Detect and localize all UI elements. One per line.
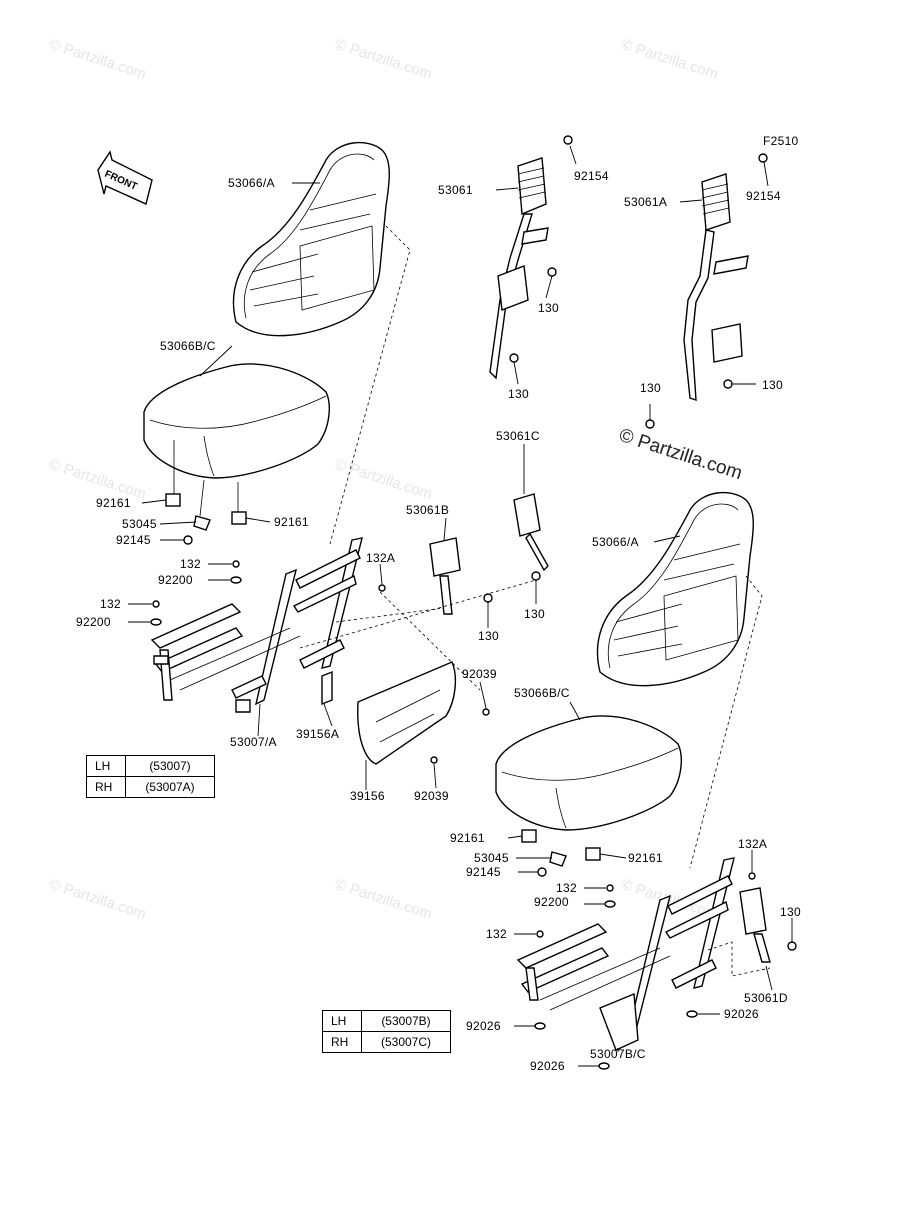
part-label: 53045 (122, 517, 157, 531)
part-label: 53061 (438, 183, 473, 197)
part-label: 132 (486, 927, 507, 941)
part-label: 92145 (466, 865, 501, 879)
part-label: 53066/A (228, 176, 275, 190)
legend-row: RH (53007C) (322, 1031, 451, 1053)
buckle-b (429, 537, 493, 615)
part-label: 92200 (76, 615, 111, 629)
fasteners (150, 560, 756, 1070)
part-label: 130 (780, 905, 801, 919)
part-label: 53066B/C (514, 686, 570, 700)
part-label: 92161 (628, 851, 663, 865)
part-label: 92200 (158, 573, 193, 587)
part-label: 132A (366, 551, 395, 565)
part-label: 53007B/C (590, 1047, 646, 1061)
part-label: 132 (180, 557, 201, 571)
part-label: 92039 (462, 667, 497, 681)
hinge-assembly-left (165, 440, 247, 545)
buckle-c (513, 493, 549, 581)
part-label: 53061A (624, 195, 667, 209)
part-label: 92026 (724, 1007, 759, 1021)
seat-back-left (232, 141, 390, 337)
leader-lines (128, 145, 793, 1067)
legend-side: RH (86, 776, 126, 798)
legend-side: LH (86, 755, 126, 777)
part-label: 92039 (414, 789, 449, 803)
part-label: 53066/A (592, 535, 639, 549)
hinge-assembly-right (521, 829, 601, 877)
part-label: 130 (524, 607, 545, 621)
part-label: 92161 (450, 831, 485, 845)
part-label: 92026 (530, 1059, 565, 1073)
legend-side: LH (322, 1010, 362, 1032)
side-cover (321, 661, 457, 765)
part-label: 92026 (466, 1019, 501, 1033)
part-label: 39156 (350, 789, 385, 803)
legend-code: (53007C) (361, 1031, 451, 1053)
part-label: 130 (508, 387, 529, 401)
figure-code: F2510 (763, 134, 799, 148)
seat-cushion-right (495, 715, 682, 831)
part-label: 132A (738, 837, 767, 851)
part-label: 53061D (744, 991, 788, 1005)
part-label: 53045 (474, 851, 509, 865)
part-label: 132 (556, 881, 577, 895)
part-label: 92154 (574, 169, 609, 183)
seat-frame-left (150, 537, 363, 713)
watermark: © Partzilla.com (333, 36, 434, 83)
legend-code: (53007A) (125, 776, 215, 798)
watermark: © Partzilla.com (47, 876, 148, 923)
legend-table-left: LH (53007) RH (53007A) (86, 755, 215, 798)
legend-row: LH (53007) (86, 755, 215, 777)
part-label: 130 (640, 381, 661, 395)
part-label: 53061C (496, 429, 540, 443)
watermark: © Partzilla.com (333, 876, 434, 923)
part-label: 39156A (296, 727, 339, 741)
seat-belt-left (489, 135, 573, 380)
seat-frame-right (516, 857, 797, 1051)
part-label: 92200 (534, 895, 569, 909)
legend-side: RH (322, 1031, 362, 1053)
part-label: 130 (478, 629, 499, 643)
part-label: 130 (762, 378, 783, 392)
part-label: 132 (100, 597, 121, 611)
legend-code: (53007) (125, 755, 215, 777)
part-label: 92145 (116, 533, 151, 547)
part-label: 92161 (96, 496, 131, 510)
watermark: © Partzilla.com (47, 36, 148, 83)
seat-back-right (596, 491, 754, 687)
part-label: 92154 (746, 189, 781, 203)
legend-row: LH (53007B) (322, 1010, 451, 1032)
seat-cushion-left (143, 363, 330, 479)
watermark: © Partzilla.com (619, 36, 720, 83)
part-label: 130 (538, 301, 559, 315)
front-arrow-icon: FRONT (97, 150, 153, 205)
legend-row: RH (53007A) (86, 776, 215, 798)
part-label: 53061B (406, 503, 449, 517)
legend-table-right: LH (53007B) RH (53007C) (322, 1010, 451, 1053)
part-labels: 53066/A 53066B/C 92161 92161 53045 92145… (76, 169, 801, 1073)
part-label: 53066B/C (160, 339, 216, 353)
watermark-main: © Partzilla.com (616, 425, 744, 485)
part-label: 92161 (274, 515, 309, 529)
legend-code: (53007B) (361, 1010, 451, 1032)
seat-belt-right (645, 153, 768, 429)
part-label: 53007/A (230, 735, 277, 749)
